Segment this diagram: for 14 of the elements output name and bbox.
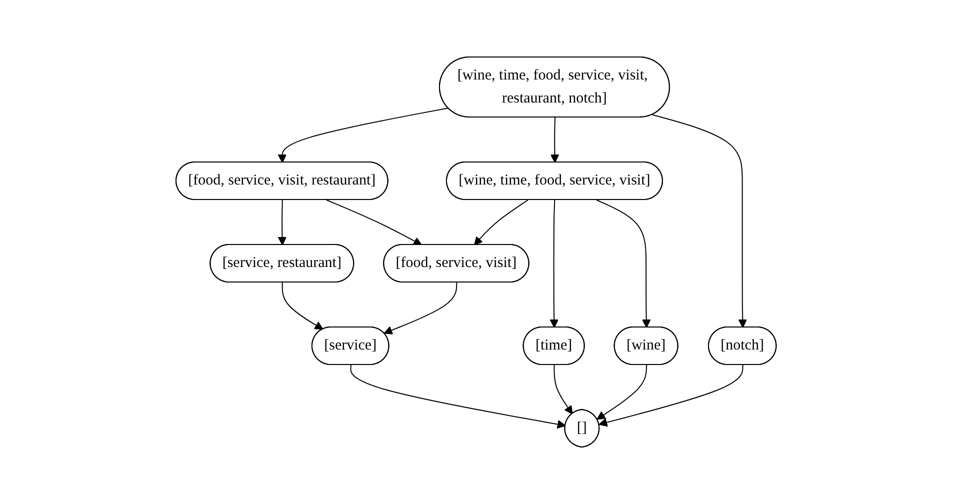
arrow: [384, 282, 458, 334]
arrow: [282, 282, 324, 330]
arrow: [550, 117, 560, 163]
arrow: [278, 108, 450, 163]
arrow: [599, 364, 744, 427]
arrow: [554, 364, 574, 414]
arrow: [596, 200, 652, 328]
arrow: [326, 200, 422, 246]
arrow: [350, 364, 566, 429]
arrow: [597, 364, 648, 420]
arrow: [550, 200, 559, 328]
arrow: [652, 114, 748, 328]
arrow: [474, 200, 529, 246]
arrow: [278, 200, 288, 246]
